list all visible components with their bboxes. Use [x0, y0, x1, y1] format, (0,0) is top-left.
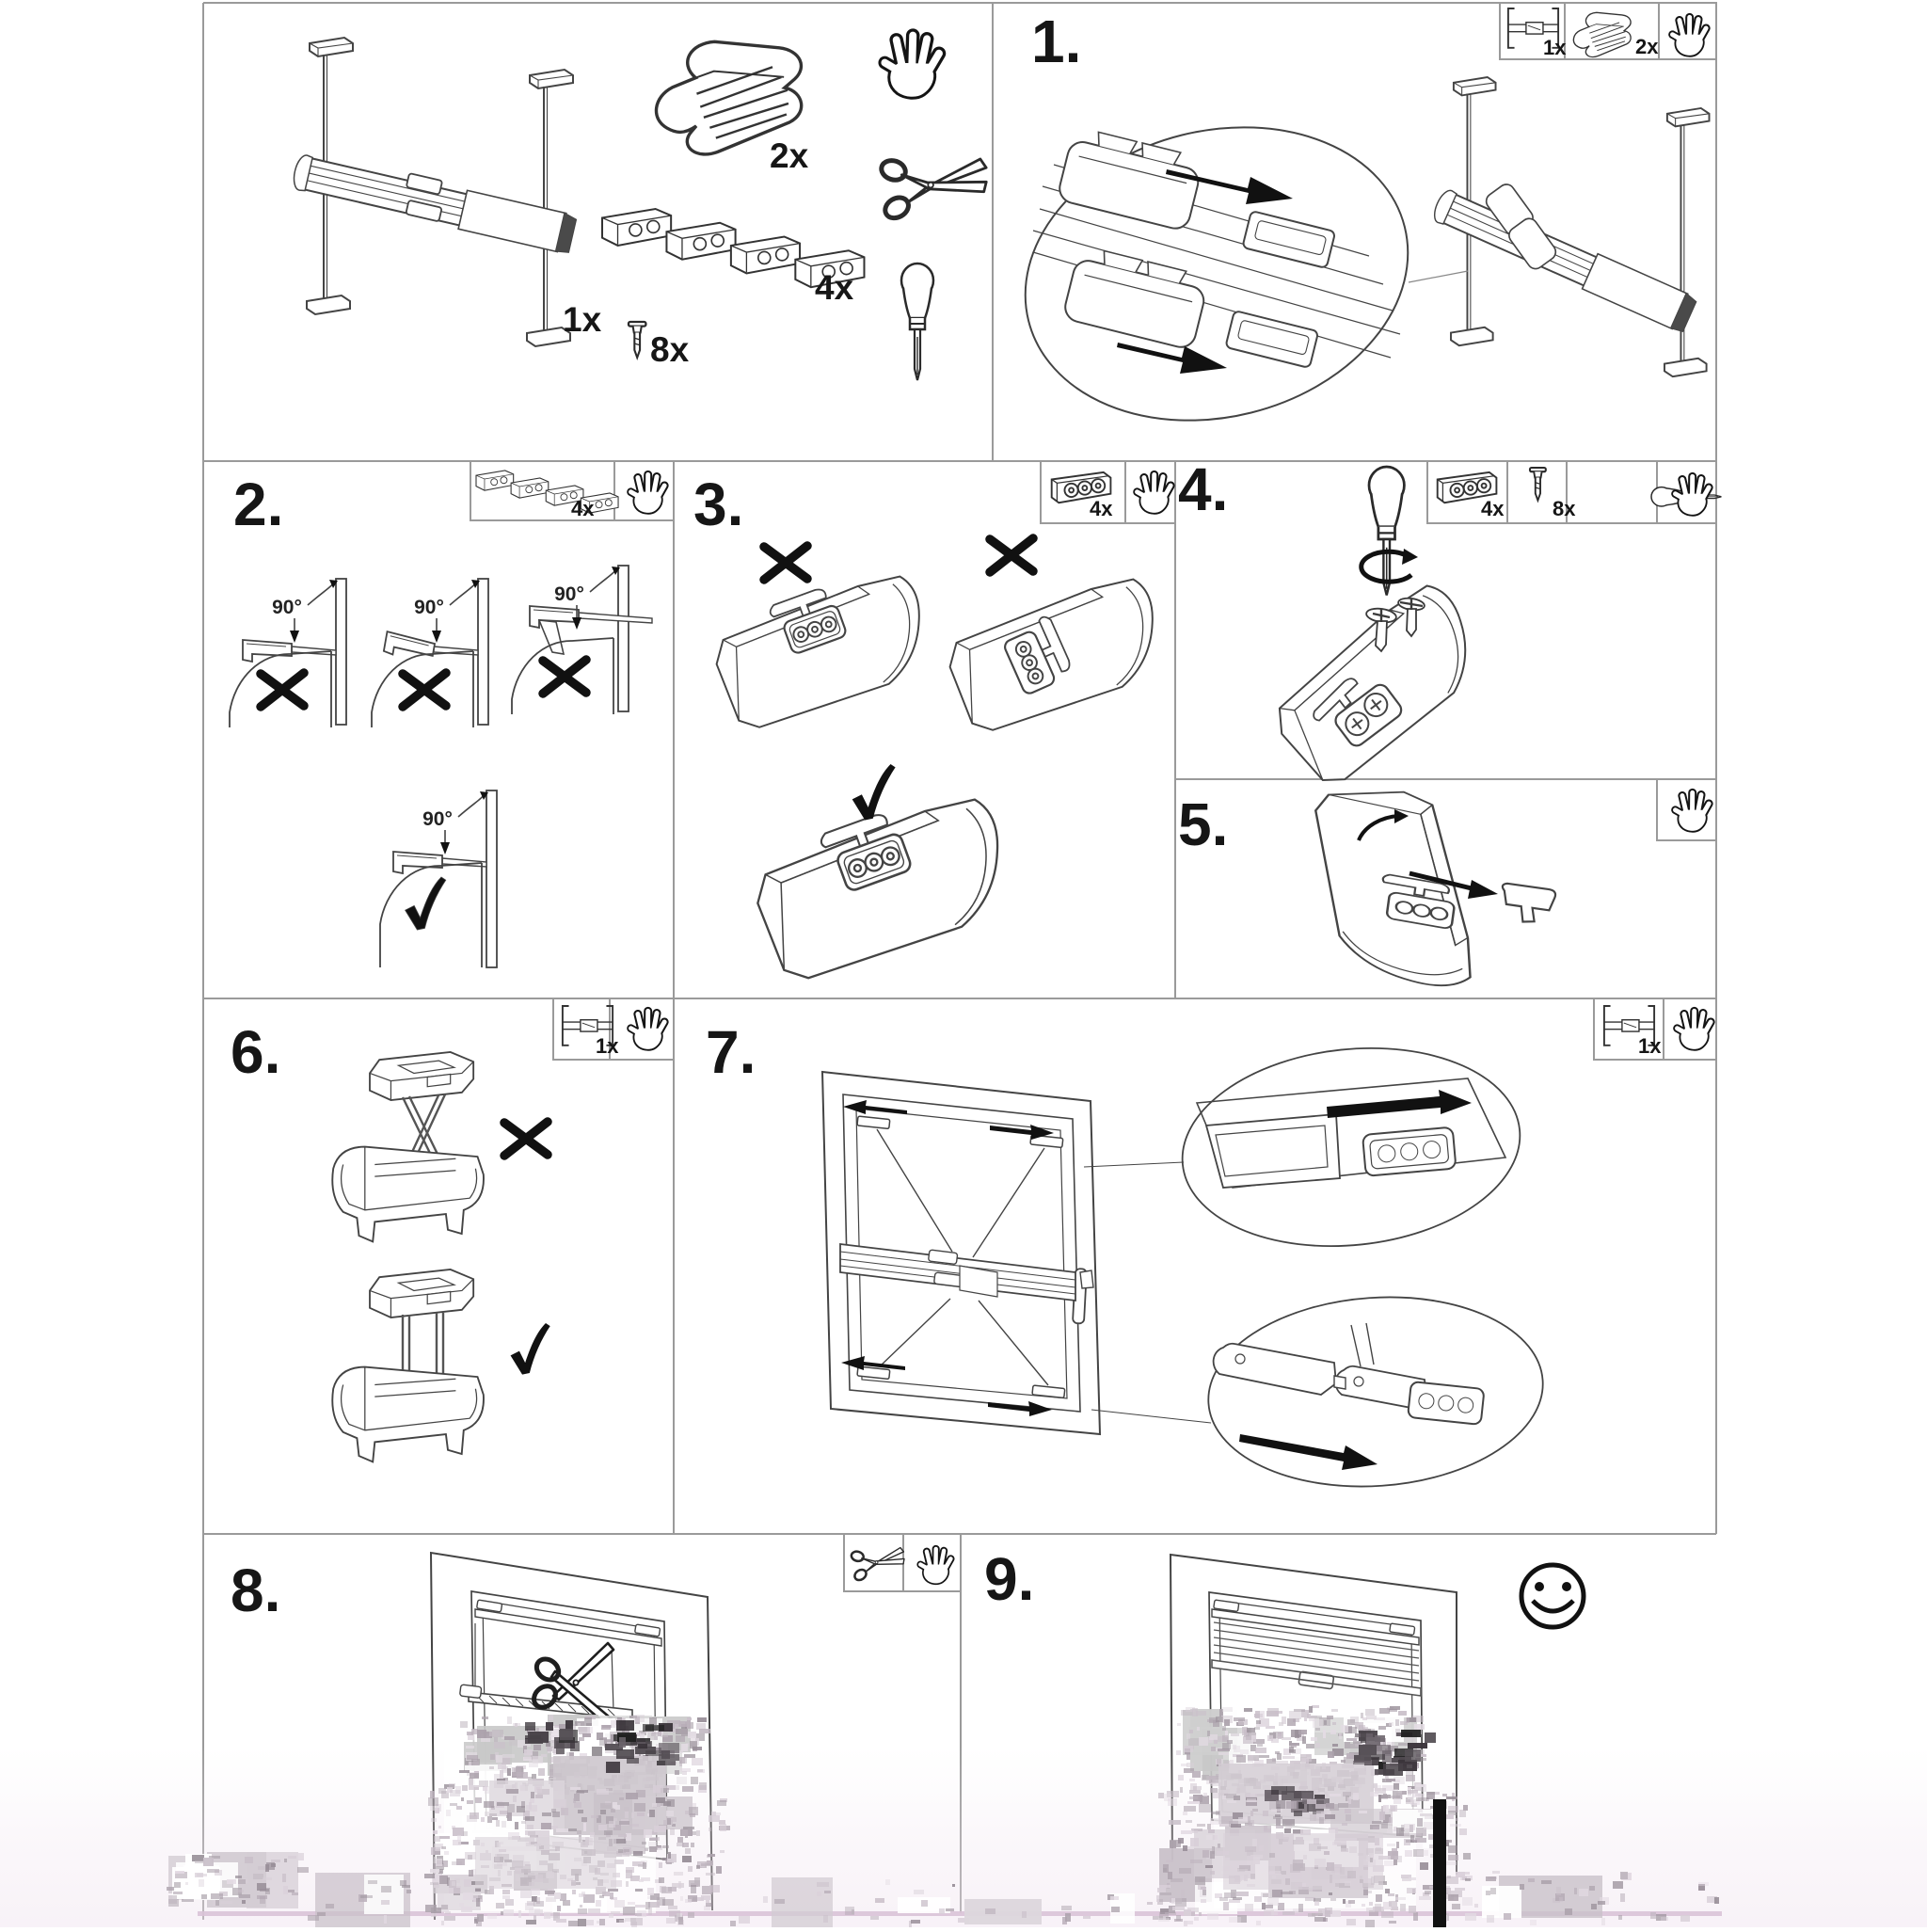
svg-text:90°: 90° [422, 808, 453, 830]
svg-text:1x: 1x [596, 1034, 619, 1058]
svg-text:8x: 8x [650, 330, 690, 369]
svg-text:4x: 4x [1481, 497, 1505, 520]
svg-text:4x: 4x [1090, 497, 1113, 520]
svg-text:8.: 8. [231, 1557, 280, 1624]
svg-text:3.: 3. [693, 471, 743, 538]
svg-text:2.: 2. [233, 471, 283, 538]
svg-text:2x: 2x [770, 136, 809, 175]
svg-text:1x: 1x [563, 300, 602, 339]
svg-text:1.: 1. [1031, 8, 1081, 75]
svg-text:2x: 2x [1635, 35, 1659, 58]
svg-text:1x: 1x [1543, 36, 1567, 59]
svg-text:7.: 7. [706, 1018, 756, 1086]
svg-text:6.: 6. [231, 1018, 280, 1086]
svg-text:1x: 1x [1638, 1034, 1662, 1058]
svg-text:90°: 90° [414, 597, 444, 618]
svg-text:4x: 4x [815, 268, 854, 307]
svg-text:4x: 4x [571, 497, 595, 520]
svg-text:90°: 90° [554, 583, 584, 605]
svg-text:5.: 5. [1178, 790, 1228, 858]
svg-text:9.: 9. [984, 1545, 1034, 1613]
svg-text:8x: 8x [1553, 497, 1576, 520]
svg-text:90°: 90° [272, 597, 302, 618]
svg-text:4.: 4. [1178, 455, 1228, 523]
